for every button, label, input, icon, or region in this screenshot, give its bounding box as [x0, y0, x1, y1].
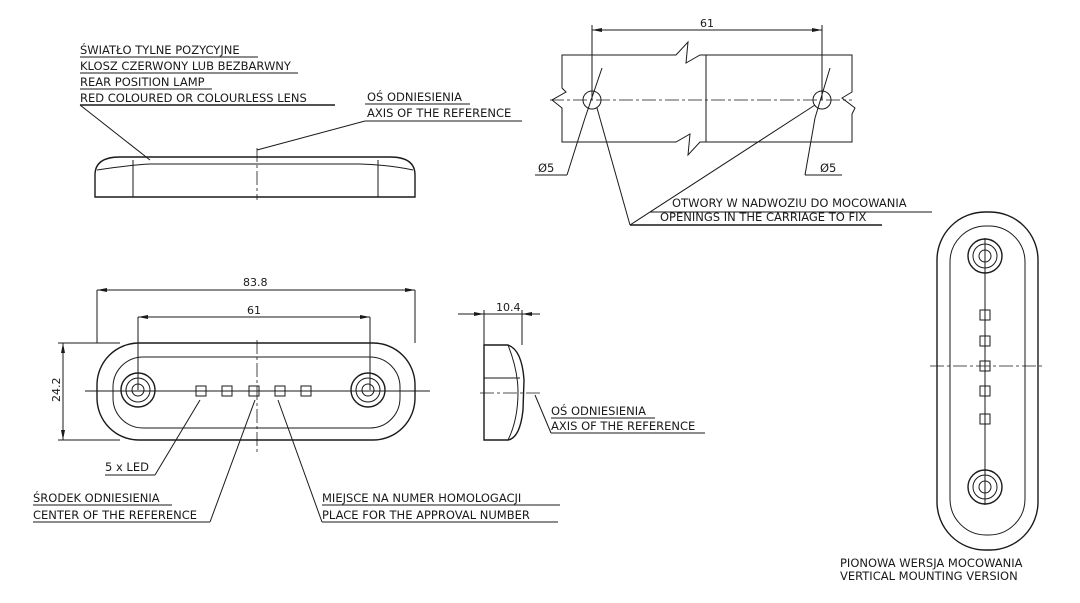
- approval-label-pl: MIEJSCE NA NUMER HOMOLOGACJI: [322, 491, 521, 505]
- depth-dimension: 10.4: [496, 301, 521, 314]
- vertical-caption-en: VERTICAL MOUNTING VERSION: [840, 569, 1018, 583]
- approval-label-en: PLACE FOR THE APPROVAL NUMBER: [322, 508, 530, 522]
- lamp-label-en-1: REAR POSITION LAMP: [80, 75, 205, 89]
- center-label-en: CENTER OF THE REFERENCE: [33, 508, 197, 522]
- hole-diameter-right: Ø5: [820, 161, 836, 175]
- vertical-view: PIONOWA WERSJA MOCOWANIA VERTICAL MOUNTI…: [840, 211, 1045, 583]
- height-dimension: 24.2: [50, 378, 63, 403]
- mounting-hole-right: [350, 372, 386, 408]
- lamp-label-pl-2: KLOSZ CZERWONY LUB BEZBARWNY: [80, 59, 292, 73]
- hole-diameter-left: Ø5: [538, 161, 554, 175]
- hole-spacing-dimension: 61: [700, 17, 714, 30]
- mounting-holes-view: 61 Ø5 Ø5 OTWORY W NADWOZIU DO MOCOWANIA …: [535, 17, 932, 226]
- openings-label-en: OPENINGS IN THE CARRIAGE TO FIX: [660, 210, 866, 224]
- mounting-hole-left: [120, 372, 156, 408]
- front-view: 83.8 61 24.2 5 x LED ŚRODEK ODNIESIENIA …: [33, 276, 560, 523]
- lamp-label-pl-1: ŚWIATŁO TYLNE POZYCYJNE: [80, 42, 240, 57]
- openings-label-pl: OTWORY W NADWOZIU DO MOCOWANIA: [672, 196, 907, 210]
- top-profile-view: ŚWIATŁO TYLNE POZYCYJNE KLOSZ CZERWONY L…: [79, 42, 522, 200]
- center-label-pl: ŚRODEK ODNIESIENIA: [33, 490, 160, 505]
- lamp-label-en-2: RED COLOURED OR COLOURLESS LENS: [80, 91, 307, 105]
- side-axis-label-en: AXIS OF THE REFERENCE: [551, 419, 695, 433]
- side-axis-label-pl: OŚ ODNIESIENIA: [551, 403, 646, 418]
- side-view: 10.4 OŚ ODNIESIENIA AXIS OF THE REFERENC…: [458, 301, 705, 441]
- overall-width-dimension: 83.8: [243, 276, 268, 289]
- hole-spacing-dimension: 61: [247, 304, 261, 317]
- led-label: 5 x LED: [105, 460, 149, 474]
- axis-label-en: AXIS OF THE REFERENCE: [367, 106, 511, 120]
- vertical-caption-pl: PIONOWA WERSJA MOCOWANIA: [840, 556, 1023, 570]
- axis-label-pl: OŚ ODNIESIENIA: [367, 89, 462, 104]
